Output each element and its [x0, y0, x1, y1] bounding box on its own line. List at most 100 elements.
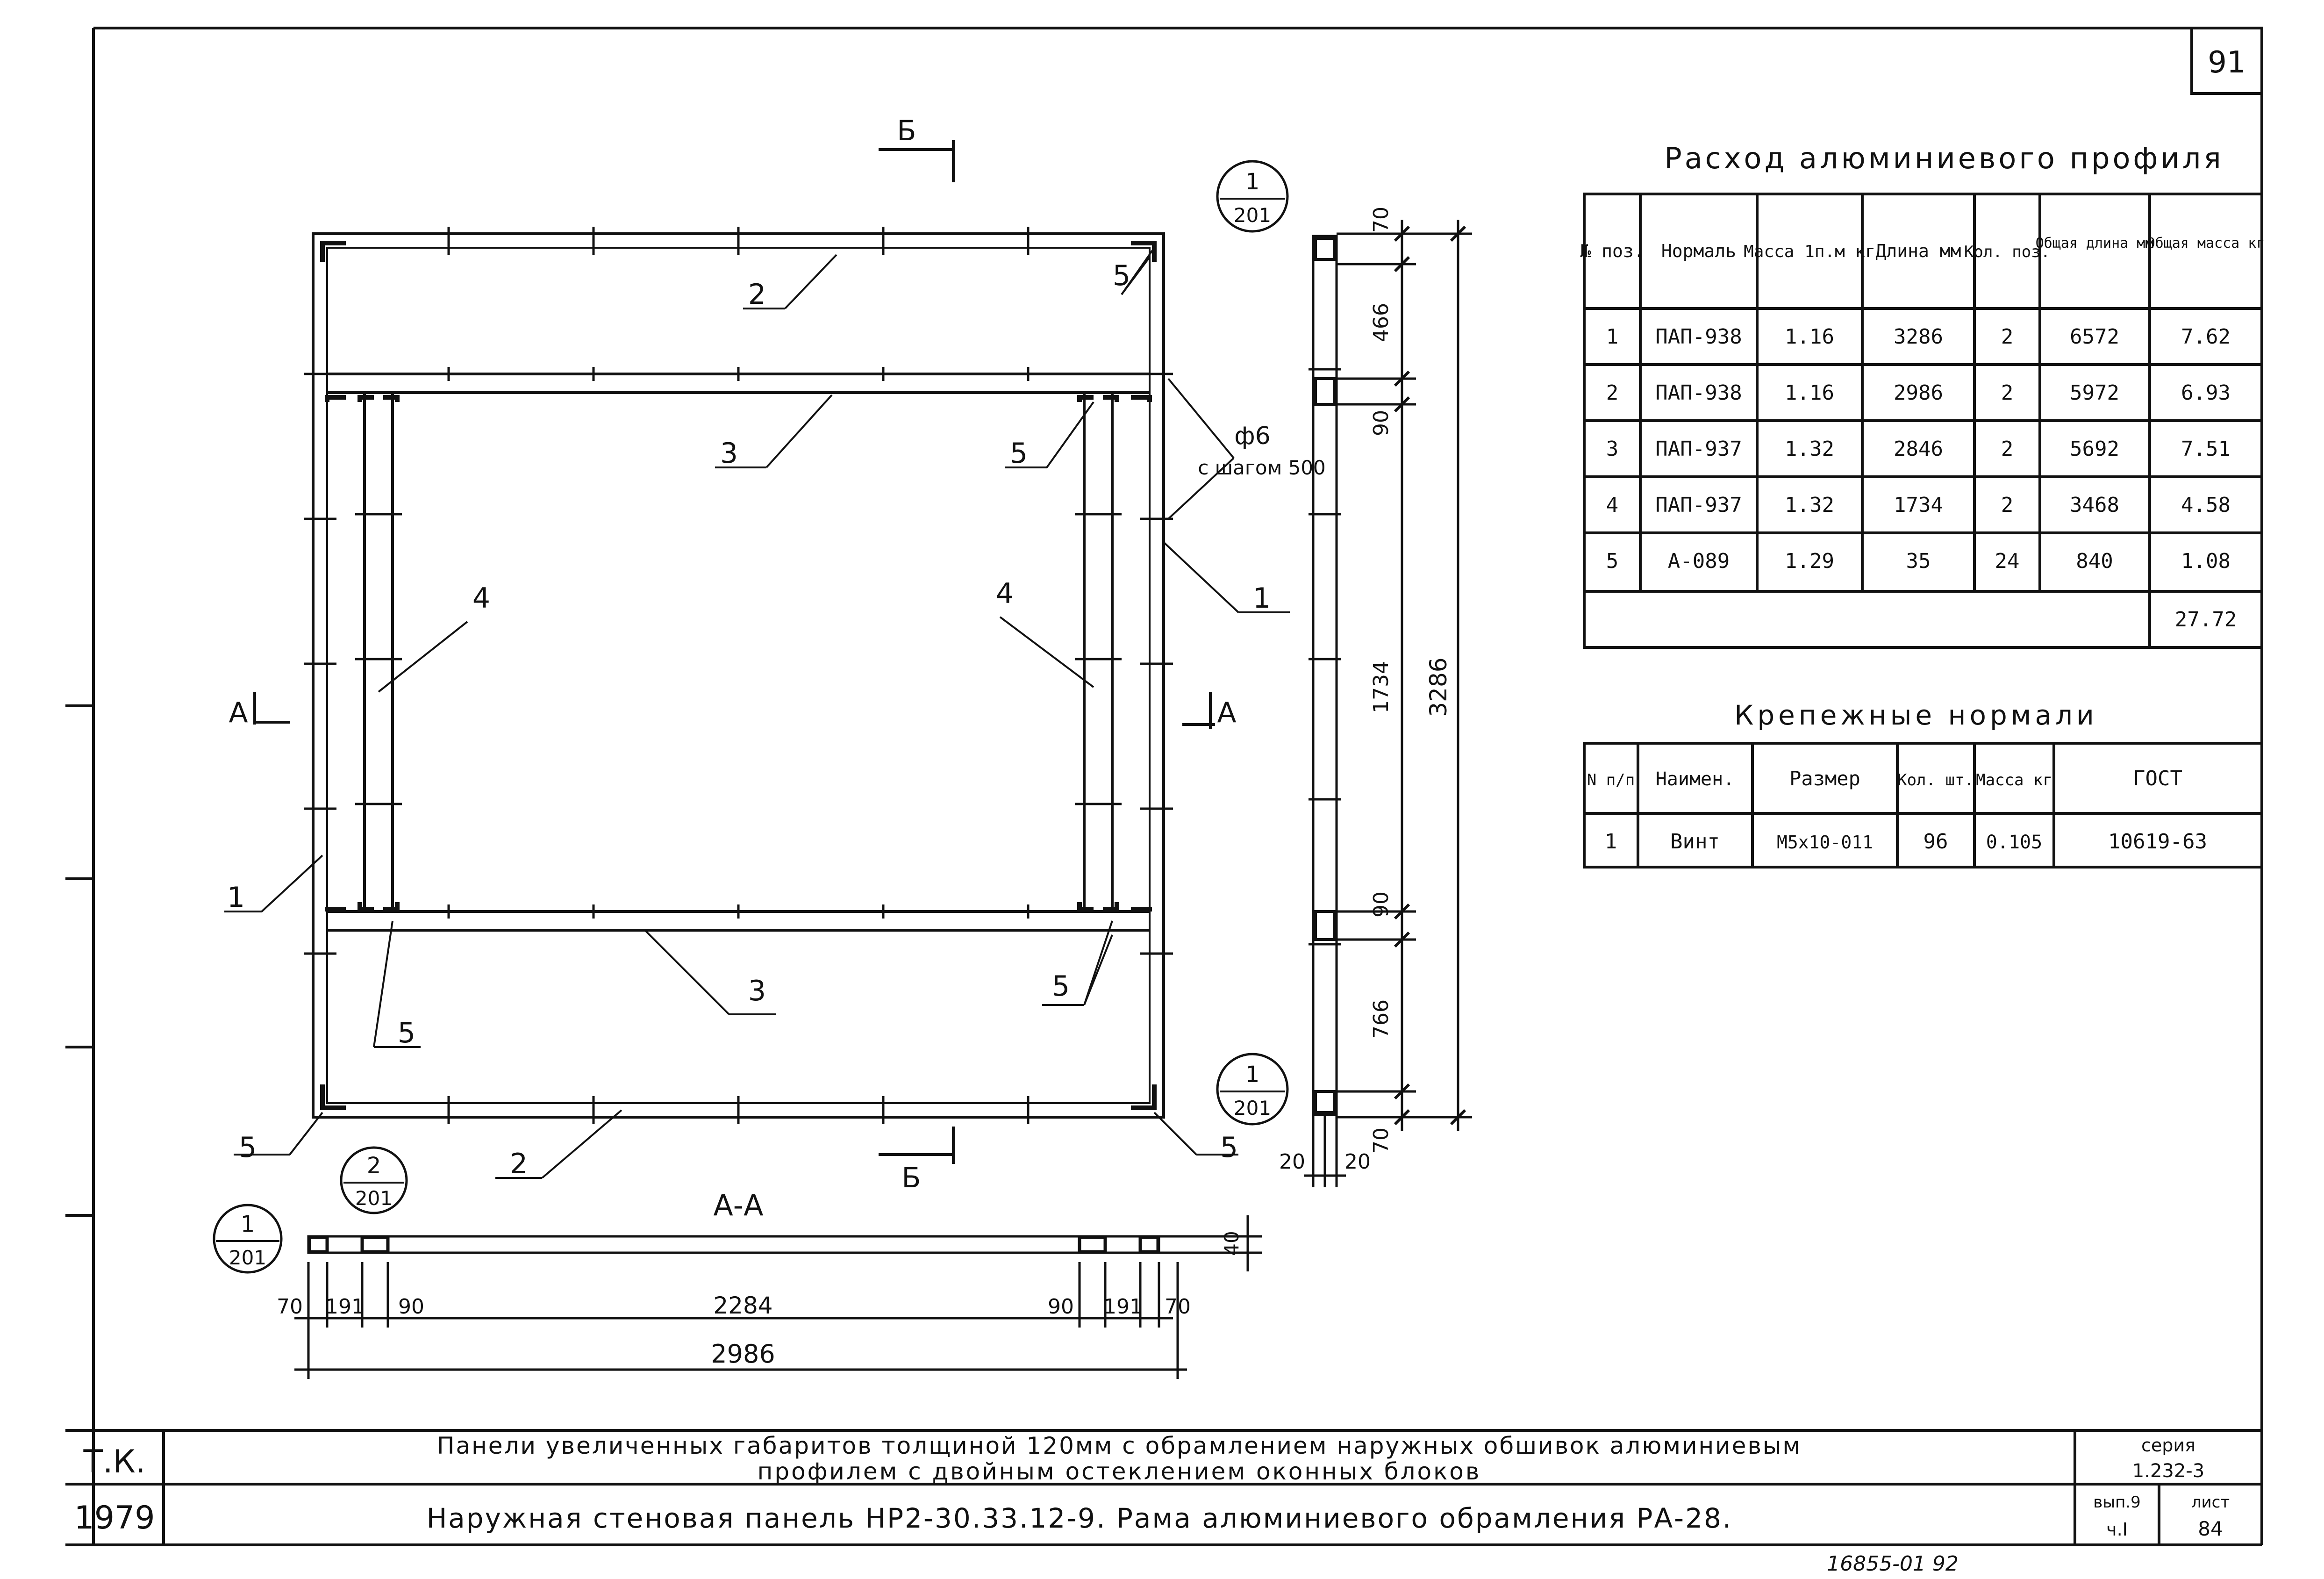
section-aa-title: А-А: [713, 1188, 763, 1222]
svg-text:10619-63: 10619-63: [2108, 830, 2207, 854]
svg-text:1: 1: [1605, 830, 1617, 854]
callout-num: 1: [1245, 169, 1260, 195]
pos-5-top-right: 5: [1010, 437, 1028, 470]
org-code: Т.К.: [83, 1443, 145, 1480]
header-mass: Масса 1п.м кг: [1744, 242, 1875, 261]
series-label: серия: [2141, 1435, 2195, 1456]
section-aa-labels: А-А 70 191 90 2284 90 191 70 2986 40: [277, 1188, 1243, 1369]
section-aa: [294, 1215, 1262, 1379]
pos-5-corner-right: 5: [1220, 1131, 1238, 1164]
phi-6-note: ф6: [1234, 422, 1271, 450]
profile-row-2: 2 ПАП-938 1.16 2986 2 5972 6.93: [1606, 381, 2231, 405]
profile-table: Расход алюминиевого профиля № поз. Норма…: [1580, 141, 2265, 649]
svg-text:1.32: 1.32: [1785, 437, 1834, 461]
dim-90-left: 90: [398, 1295, 424, 1319]
archive-stamp: 16855-01 92: [1827, 1552, 1959, 1576]
svg-text:2: 2: [2001, 381, 2014, 405]
section-b-top: Б: [897, 115, 916, 147]
header-count: Кол. поз.: [1964, 243, 2050, 261]
callout-num: 2: [367, 1153, 381, 1179]
dim-2284: 2284: [713, 1292, 772, 1319]
pos-5-corner-top: 5: [1113, 259, 1130, 292]
svg-text:N п/п: N п/п: [1587, 771, 1635, 790]
dim-766: 766: [1369, 999, 1393, 1039]
fasteners-row-1: 1 Винт М5х10-011 96 0.105 10619-63: [1605, 830, 2207, 854]
dim-90-top: 90: [1369, 410, 1393, 436]
part-label: ч.I: [2106, 1519, 2128, 1540]
header-length: Длина мм: [1875, 241, 1961, 261]
issue-label: вып.9: [2093, 1493, 2141, 1512]
page-number: 91: [2208, 45, 2245, 80]
dim-40: 40: [1220, 1231, 1243, 1256]
dim-70-left: 70: [277, 1295, 303, 1319]
svg-text:7.51: 7.51: [2181, 437, 2231, 461]
svg-text:Масса кг: Масса кг: [1976, 771, 2052, 790]
svg-text:0.105: 0.105: [1986, 832, 2042, 853]
side-section: [1304, 220, 1472, 1187]
svg-text:Кол. шт.: Кол. шт.: [1897, 771, 1974, 790]
svg-text:2: 2: [2001, 437, 2014, 461]
svg-text:96: 96: [1924, 830, 1948, 854]
fasteners-header: N п/п Наимен. Размер Кол. шт. Масса кг Г…: [1587, 767, 2182, 790]
svg-text:1.32: 1.32: [1785, 493, 1834, 517]
dim-191-right: 191: [1103, 1295, 1143, 1319]
svg-text:Размер: Размер: [1789, 767, 1860, 790]
callout-section-1: 1 201: [213, 1204, 283, 1274]
pos-1-right: 1: [1253, 582, 1271, 615]
section-a-left: А: [229, 696, 248, 729]
dim-20-right: 20: [1344, 1150, 1371, 1174]
dim-466: 466: [1369, 303, 1393, 342]
svg-text:ПАП-938: ПАП-938: [1655, 325, 1742, 349]
sheet-label: лист: [2191, 1493, 2230, 1512]
dim-90-bottom: 90: [1369, 891, 1393, 918]
pos-2-bottom: 2: [510, 1148, 528, 1180]
callout-top-right: 1 201: [1216, 160, 1289, 233]
dim-70-right: 70: [1165, 1295, 1191, 1319]
svg-text:Винт: Винт: [1670, 830, 1720, 854]
svg-text:1: 1: [1606, 325, 1619, 349]
svg-text:3468: 3468: [2070, 493, 2119, 517]
title-line-1: Панели увеличенных габаритов толщиной 12…: [437, 1432, 1802, 1459]
dim-20-left: 20: [1279, 1150, 1305, 1174]
side-dimensions: 70 466 90 1734 90 766 70 3286 20 20: [1279, 207, 1452, 1174]
profile-table-title: Расход алюминиевого профиля: [1664, 141, 2224, 175]
svg-text:35: 35: [1906, 549, 1931, 573]
svg-text:ПАП-938: ПАП-938: [1655, 381, 1742, 405]
svg-text:6572: 6572: [2070, 325, 2119, 349]
pos-5-bottom-left: 5: [398, 1017, 415, 1049]
series-number: 1.232-3: [2132, 1460, 2204, 1482]
svg-text:2: 2: [1606, 381, 1619, 405]
dim-70-bottom: 70: [1369, 1127, 1393, 1154]
step-note: с шагом 500: [1198, 456, 1326, 479]
svg-text:1.16: 1.16: [1785, 325, 1834, 349]
fasteners-table: Крепежные нормали N п/п Наимен. Размер К…: [1583, 699, 2263, 868]
pos-1-left: 1: [227, 881, 245, 914]
fasteners-table-title: Крепежные нормали: [1734, 699, 2098, 731]
svg-text:М5х10-011: М5х10-011: [1777, 832, 1873, 853]
pos-2-top: 2: [748, 278, 766, 311]
dim-191-left: 191: [325, 1295, 365, 1319]
callout-sheet: 201: [1234, 204, 1271, 227]
title-line-3: Наружная стеновая панель НР2-30.33.12-9.…: [427, 1502, 1733, 1534]
profile-row-4: 4 ПАП-937 1.32 1734 2 3468 4.58: [1606, 493, 2231, 517]
svg-text:3: 3: [1606, 437, 1619, 461]
title-line-2: профилем с двойным остеклением оконных б…: [758, 1458, 1481, 1485]
dim-2986: 2986: [711, 1339, 775, 1369]
callout-sheet: 201: [355, 1187, 393, 1210]
svg-text:1.16: 1.16: [1785, 381, 1834, 405]
pos-4-left: 4: [472, 582, 490, 615]
svg-text:7.62: 7.62: [2181, 325, 2231, 349]
header-total-mass: Общая масса кг: [2147, 235, 2265, 251]
svg-text:2: 2: [2001, 493, 2014, 517]
pos-5-corner-left: 5: [239, 1131, 257, 1164]
pos-5-bottom-right: 5: [1052, 970, 1070, 1003]
svg-text:24: 24: [1995, 549, 2020, 573]
svg-text:4.58: 4.58: [2181, 493, 2231, 517]
svg-text:1.08: 1.08: [2181, 549, 2231, 573]
svg-text:840: 840: [2076, 549, 2113, 573]
svg-text:А-089: А-089: [1668, 549, 1730, 573]
header-norm: Нормаль: [1661, 241, 1736, 261]
sheet-number: 84: [2198, 1517, 2223, 1540]
profile-row-3: 3 ПАП-937 1.32 2846 2 5692 7.51: [1606, 437, 2231, 461]
